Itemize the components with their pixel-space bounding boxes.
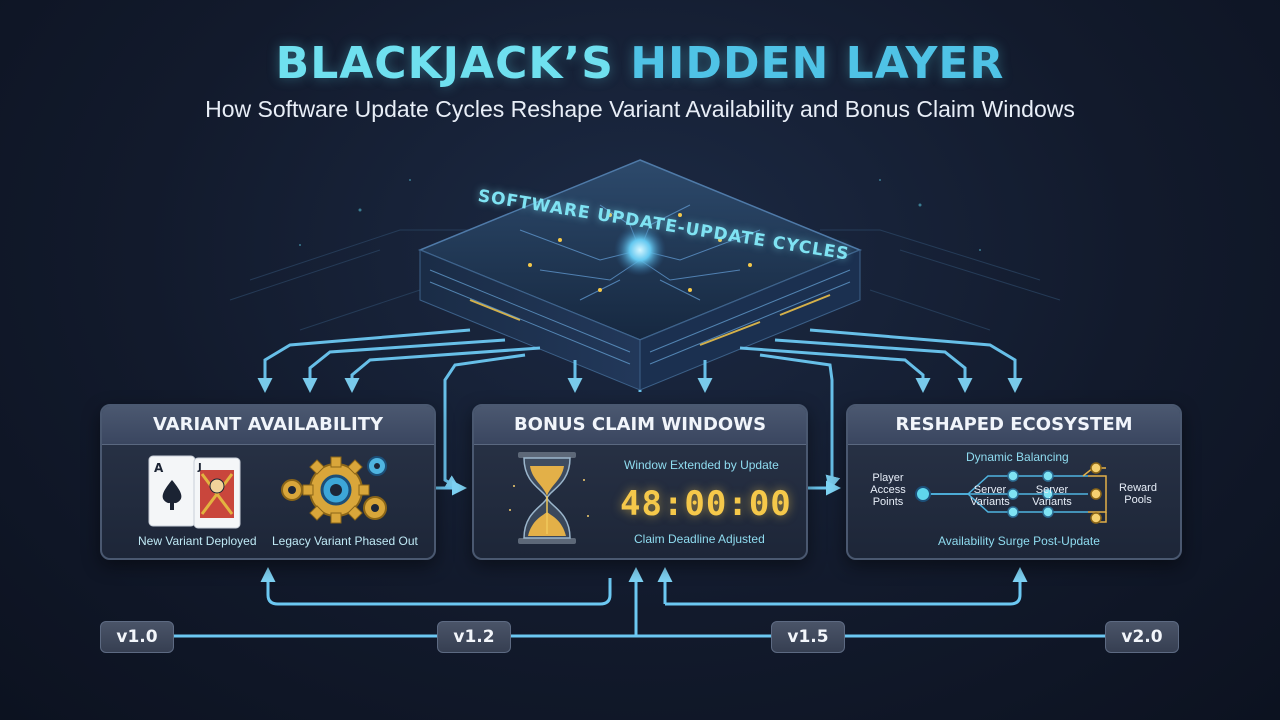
player-access-label: Player Access Points [870,472,906,508]
dynamic-balancing-caption: Dynamic Balancing [966,450,1069,464]
svg-text:J: J [197,462,202,473]
page-title: BLACKJACK’S HIDDEN LAYER [0,38,1280,89]
page-subtitle: How Software Update Cycles Reshape Varia… [205,96,1075,122]
version-badge-v1-0: v1.0 [100,621,174,653]
background-traces [229,229,1061,331]
claim-deadline-caption: Claim Deadline Adjusted [634,532,765,546]
bonus-claim-windows-panel: BONUS CLAIM WINDOWS Window Extended by U… [472,404,808,560]
reward-pools-label: Reward Pools [1119,482,1157,506]
glow-particles [299,179,981,251]
server-variants-label-2: Server Variants [1032,484,1072,508]
variant-availability-title: VARIANT AVAILABILITY [102,406,434,445]
svg-text:A: A [154,461,164,475]
claim-timer: 48:00:00 [620,484,792,524]
server-variants-label-1: Server Variants [970,484,1010,508]
bonus-claim-windows-title: BONUS CLAIM WINDOWS [474,406,806,445]
gears-icon [281,456,387,524]
availability-surge-caption: Availability Surge Post-Update [938,534,1100,548]
title-part-1: BLACKJACK’S [275,38,614,89]
reshaped-ecosystem-panel: RESHAPED ECOSYSTEM [846,404,1182,560]
playing-cards-icon: A J [148,455,241,529]
version-badge-v1-5: v1.5 [771,621,845,653]
ecosystem-network [915,462,1107,524]
feedback-loops [260,567,1028,636]
version-badge-v2-0: v2.0 [1105,621,1179,653]
new-variant-caption: New Variant Deployed [138,534,257,548]
variant-availability-panel: VARIANT AVAILABILITY A J [100,404,436,560]
version-badge-v1-2: v1.2 [437,621,511,653]
variant-graphics: A J [148,455,387,529]
window-extended-caption: Window Extended by Update [624,458,779,472]
reshaped-ecosystem-title: RESHAPED ECOSYSTEM [848,406,1180,445]
processor-chip [418,159,862,391]
legacy-variant-caption: Legacy Variant Phased Out [272,534,418,548]
hourglass-icon [509,452,589,544]
title-part-2: HIDDEN LAYER [630,38,1005,89]
